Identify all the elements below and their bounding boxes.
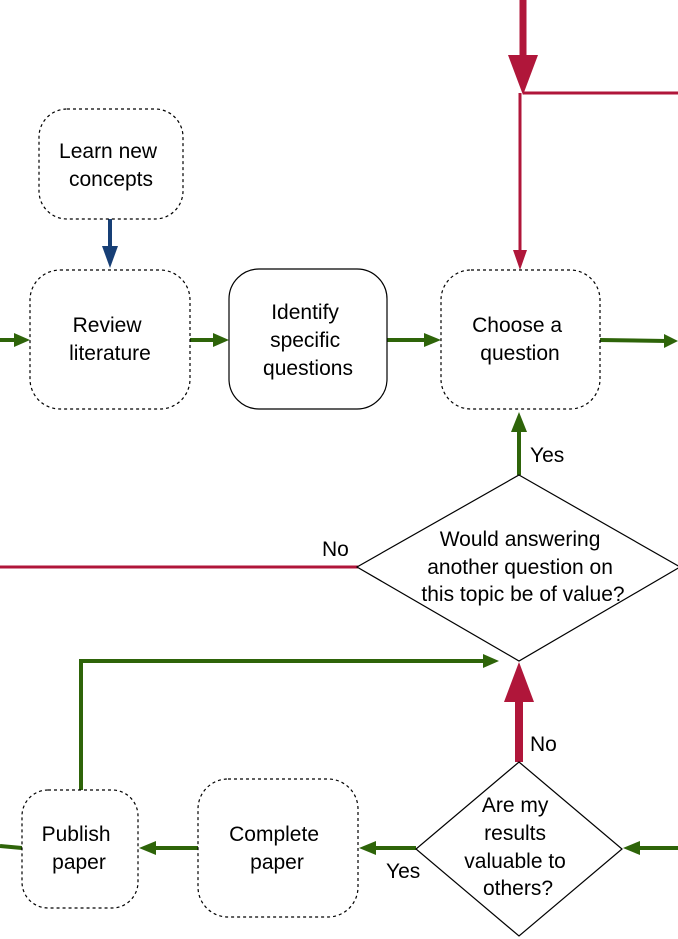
svg-text:Publish paper: Publish paper bbox=[42, 823, 117, 874]
would-line-2: another question on bbox=[427, 556, 613, 579]
identify-line-2: specific bbox=[270, 329, 340, 352]
learn-line-1: Learn new bbox=[59, 140, 158, 163]
edge-red-to-choose bbox=[513, 91, 678, 270]
review-line-1: Review bbox=[73, 314, 143, 337]
label-yes-bottom: Yes bbox=[386, 860, 420, 883]
edge-would-yes-up bbox=[511, 412, 527, 475]
edge-identify-to-choose bbox=[387, 333, 441, 347]
edge-top-red-incoming bbox=[508, 0, 538, 95]
are-line-1: Are my bbox=[482, 794, 549, 817]
node-complete-paper: Complete paper bbox=[197, 778, 359, 918]
edge-complete-to-publish bbox=[139, 841, 198, 855]
would-line-3: this topic be of value? bbox=[421, 583, 624, 606]
are-line-3: valuable to bbox=[464, 850, 566, 873]
edge-left-into-review bbox=[0, 333, 30, 347]
are-line-2: results bbox=[484, 822, 546, 845]
svg-text:Learn new concepts: Learn new concepts bbox=[59, 140, 163, 191]
node-choose-a-question: Choose a question bbox=[440, 269, 601, 410]
edge-are-no-up bbox=[504, 662, 534, 762]
choose-line-1: Choose a bbox=[472, 314, 562, 337]
complete-line-1: Complete bbox=[229, 823, 319, 846]
label-yes-top: Yes bbox=[530, 444, 564, 467]
node-learn-new-concepts: Learn new concepts bbox=[38, 108, 184, 220]
svg-text:Are my results val: Are my results valuable to others? bbox=[464, 794, 571, 900]
publish-line-1: Publish bbox=[42, 823, 111, 846]
svg-text:Identify specific: Identify specific questions bbox=[263, 301, 353, 380]
edge-choose-right-out bbox=[599, 334, 678, 348]
review-line-2: literature bbox=[69, 342, 151, 365]
publish-line-2: paper bbox=[52, 851, 106, 874]
edge-learn-to-review bbox=[102, 219, 118, 268]
svg-text:Review literature: Review literature bbox=[69, 314, 151, 365]
svg-text:Choose a question: Choose a question bbox=[472, 314, 568, 365]
node-identify-specific-questions: Identify specific questions bbox=[228, 268, 388, 410]
choose-line-2: question bbox=[480, 342, 559, 365]
identify-line-1: Identify bbox=[271, 301, 339, 324]
label-no-left: No bbox=[322, 538, 349, 561]
edge-publish-to-would bbox=[79, 654, 499, 790]
node-publish-paper: Publish paper bbox=[21, 789, 139, 909]
node-review-literature: Review literature bbox=[29, 269, 191, 410]
edge-review-to-identify bbox=[190, 333, 229, 347]
identify-line-3: questions bbox=[263, 357, 353, 380]
complete-line-2: paper bbox=[250, 851, 304, 874]
edge-right-into-are bbox=[623, 841, 678, 855]
node-would-answering-decision: Would answering another question on this… bbox=[355, 474, 678, 662]
node-are-results-valuable-decision: Are my results valuable to others? bbox=[415, 761, 623, 937]
svg-text:Complete paper: Complete paper bbox=[229, 823, 325, 874]
label-no-mid: No bbox=[530, 733, 557, 756]
learn-line-2: concepts bbox=[69, 168, 153, 191]
are-line-4: others? bbox=[483, 877, 553, 900]
edge-are-yes-to-complete bbox=[359, 841, 416, 855]
edge-publish-left-out bbox=[0, 844, 23, 850]
would-line-1: Would answering bbox=[440, 528, 601, 551]
svg-text:Would answering another: Would answering another question on this… bbox=[421, 528, 624, 606]
